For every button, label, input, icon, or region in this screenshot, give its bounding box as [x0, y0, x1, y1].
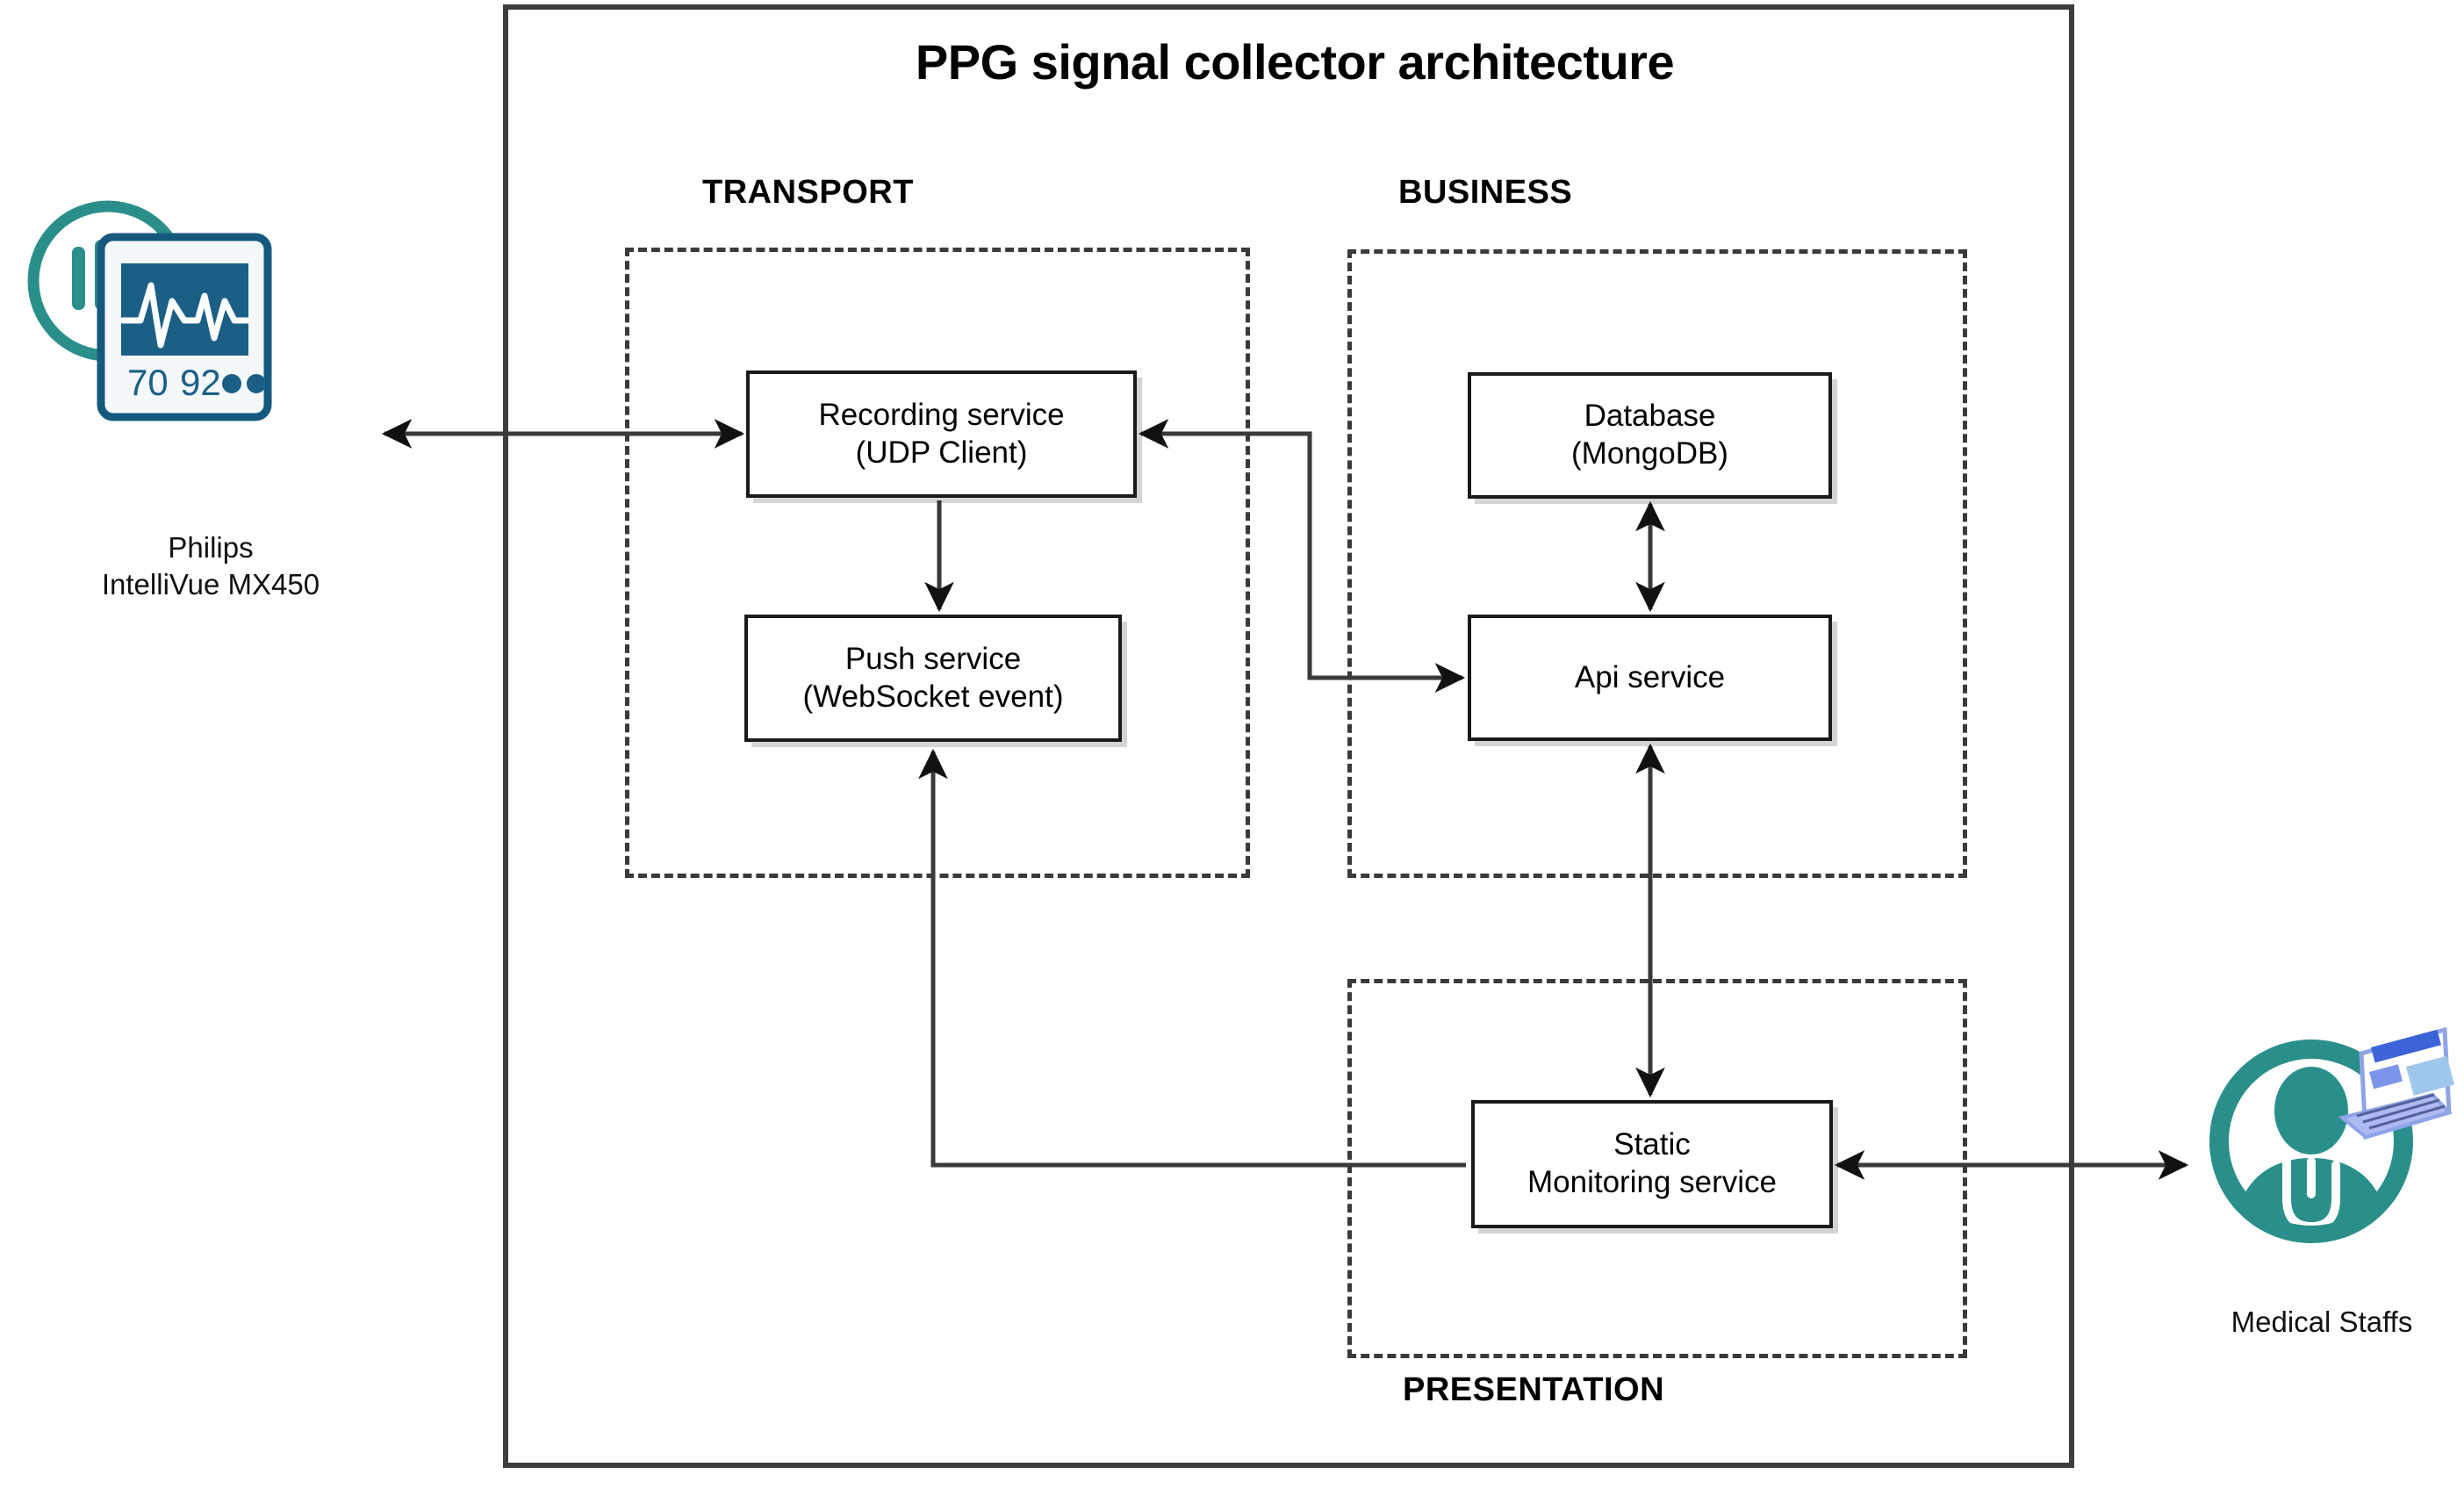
laptop-icon [2338, 1026, 2455, 1140]
node-static-line1: Static [1613, 1127, 1691, 1162]
patient-monitor-icon: 70 92 [27, 200, 272, 421]
diagram-title: PPG signal collector architecture [915, 34, 1675, 90]
node-api-service[interactable]: Api service [1468, 615, 1832, 741]
layer-label-transport: TRANSPORT [702, 174, 914, 211]
layer-label-business: BUSINESS [1398, 174, 1573, 211]
monitor-indicator-dot-1 [222, 374, 241, 393]
node-static-line2: Monitoring service [1527, 1165, 1777, 1199]
monitor-value-hr: 70 [127, 362, 169, 403]
monitor-caption-line1: Philips [168, 531, 254, 564]
node-recording-line2: (UDP Client) [855, 435, 1028, 470]
monitor-indicator-dot-2 [247, 374, 266, 393]
node-push-line2: (WebSocket event) [802, 679, 1064, 714]
monitor-value-spo2: 92 [180, 362, 221, 403]
node-recording-service[interactable]: Recording service (UDP Client) [746, 370, 1137, 498]
layer-group-business [1347, 249, 1967, 878]
node-static-monitoring-service[interactable]: Static Monitoring service [1471, 1100, 1833, 1228]
node-push-line1: Push service [844, 641, 1022, 676]
staff-caption: Medical Staffs [2181, 1304, 2462, 1341]
node-database-line2: (MongoDB) [1571, 436, 1728, 471]
node-api-line1: Api service [1574, 659, 1726, 694]
layer-label-presentation: PRESENTATION [1403, 1371, 1665, 1408]
monitor-caption: Philips IntelliVue MX450 [18, 529, 404, 603]
actor-patient-monitor: 70 92 Philips IntelliVue MX450 [18, 189, 404, 645]
monitor-caption-line2: IntelliVue MX450 [101, 568, 320, 601]
medical-staff-icon [2209, 1026, 2455, 1243]
node-recording-line1: Recording service [818, 397, 1065, 432]
node-push-service[interactable]: Push service (WebSocket event) [744, 615, 1122, 742]
node-database[interactable]: Database (MongoDB) [1468, 372, 1832, 499]
layer-group-transport [625, 248, 1250, 878]
staff-caption-line1: Medical Staffs [2231, 1306, 2413, 1338]
node-database-line1: Database [1584, 399, 1716, 434]
actor-medical-staff: Medical Staffs [2181, 944, 2462, 1383]
